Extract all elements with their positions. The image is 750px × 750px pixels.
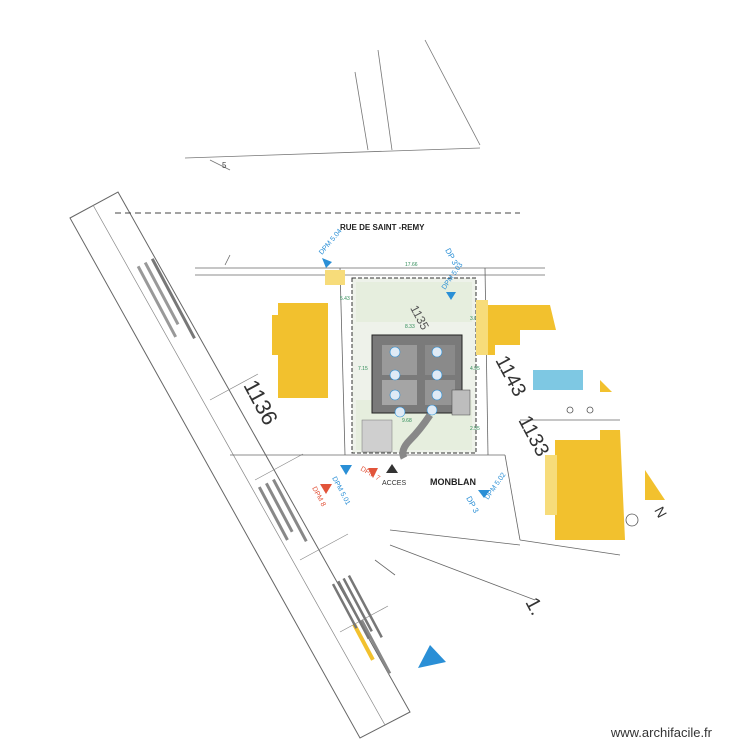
street-rue-saint-remy: RUE DE SAINT -REMY (340, 223, 425, 232)
dpm501-triangle-icon (340, 465, 352, 475)
parcel-1133-label: 1133 (514, 412, 554, 460)
label-dpm501: DPM 5.01 (330, 476, 351, 507)
level-markers (389, 346, 443, 418)
terrace (361, 419, 393, 453)
dpm504-triangle-icon (322, 258, 332, 268)
title-block (69, 191, 411, 739)
label-acces: ACCES (382, 480, 406, 487)
driveway (399, 413, 433, 460)
view-markers (320, 258, 490, 668)
pool (533, 370, 583, 390)
label-dp3-bottom: DP 3 (464, 495, 480, 515)
watermark: www.archifacile.fr (610, 725, 712, 740)
svg-text:2.55: 2.55 (470, 426, 480, 432)
parcel-5-label: 5 (222, 161, 227, 170)
label-dpm502: DPM 5.02 (484, 472, 508, 502)
dimension-labels: 17.66 8.33 9.68 7.15 3.03 4.95 5.43 2.55 (340, 262, 480, 432)
survey-points (566, 406, 639, 527)
dpm7-triangle-icon (368, 468, 378, 478)
building-1133 (555, 430, 625, 540)
house-footprint (371, 334, 471, 416)
top-survey-lines (184, 39, 481, 171)
building-1143 (488, 305, 556, 355)
svg-text:N: N (651, 504, 670, 520)
large-view-triangle-icon (418, 645, 446, 668)
svg-text:8.33: 8.33 (405, 324, 415, 330)
svg-text:5.43: 5.43 (340, 296, 350, 302)
svg-text:17.66: 17.66 (405, 262, 418, 268)
parcel-1143-label: 1143 (491, 352, 531, 400)
svg-text:3.03: 3.03 (470, 316, 480, 322)
acces-triangle-icon (386, 464, 398, 473)
dpm8-triangle-icon (320, 484, 332, 494)
svg-text:7.15: 7.15 (358, 366, 368, 372)
dpm503-triangle-icon (446, 292, 456, 300)
svg-text:4.95: 4.95 (470, 366, 480, 372)
street-monblan: MONBLAN (430, 477, 476, 487)
north-arrow-icon: N (651, 504, 670, 520)
parcel-lines (195, 254, 621, 601)
building-1136 (272, 303, 328, 398)
svg-text:9.68: 9.68 (402, 418, 412, 424)
parcel-1136-label: 1136 (239, 376, 283, 430)
neighbour-buildings (272, 270, 665, 540)
label-dpm504: DPM 5.04 (318, 228, 343, 256)
parcel-1-partial-label: 1. (521, 594, 548, 619)
dpm502-triangle-icon (478, 490, 490, 498)
notes-block (331, 575, 383, 640)
